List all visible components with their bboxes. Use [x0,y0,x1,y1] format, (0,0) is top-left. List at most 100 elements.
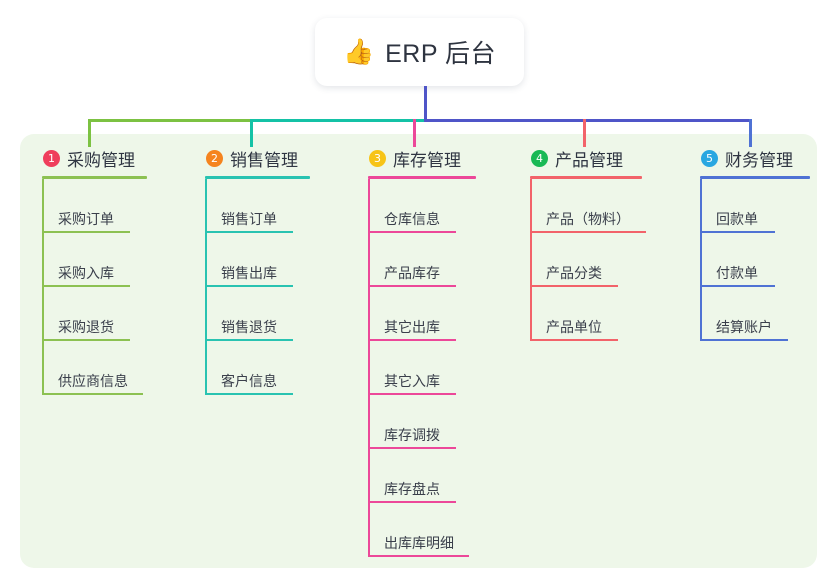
column-5: 5 财务管理回款单付款单结算账户 [700,146,810,341]
list-item[interactable]: 回款单 [700,179,810,233]
list-item[interactable]: 销售出库 [205,233,310,287]
column-title: 财务管理 [725,150,793,170]
list-item-rule [530,339,618,341]
column-header-rule [205,176,310,179]
list-item-rule [368,285,456,287]
list-item-rule [700,339,788,341]
column-header-rule [368,176,476,179]
list-item-rule [368,447,456,449]
list-item-rule [42,285,130,287]
list-item-label: 其它入库 [384,373,440,389]
list-item[interactable]: 客户信息 [205,341,310,395]
column-spine [42,179,44,395]
bus-segment-1 [88,119,251,122]
column-badge-icon: 1 [43,149,60,167]
column-title: 销售管理 [230,150,298,170]
drop-connector-1 [88,119,91,147]
column-header-5[interactable]: 5 财务管理 [700,146,810,170]
list-item-label: 结算账户 [716,319,772,335]
column-title: 产品管理 [555,150,623,170]
drop-connector-2 [250,119,253,147]
column-items: 回款单付款单结算账户 [700,179,810,341]
list-item-label: 客户信息 [221,373,277,389]
thumbs-up-icon: 👍 [342,37,375,66]
drop-connector-5 [749,119,752,147]
column-1: 1 采购管理采购订单采购入库采购退货供应商信息 [42,146,147,395]
list-item[interactable]: 供应商信息 [42,341,147,395]
list-item-label: 供应商信息 [58,373,128,389]
list-item-rule [368,501,456,503]
column-header-2[interactable]: 2 销售管理 [205,146,310,170]
column-title: 采购管理 [67,150,135,170]
columns-panel [20,134,817,568]
column-items: 产品（物料） 产品分类产品单位 [530,179,646,341]
list-item-rule [42,339,130,341]
list-item-rule [205,339,293,341]
list-item-label: 销售退货 [221,319,277,335]
list-item[interactable]: 采购订单 [42,179,147,233]
root-node-title: ERP 后台 [385,40,497,68]
list-item-rule [368,231,456,233]
list-item[interactable]: 采购入库 [42,233,147,287]
list-item[interactable]: 产品（物料） [530,179,646,233]
list-item-rule [205,285,293,287]
list-item[interactable]: 其它出库 [368,287,476,341]
list-item[interactable]: 仓库信息 [368,179,476,233]
list-item-label: 采购订单 [58,211,114,227]
list-item-label: 销售订单 [221,211,277,227]
list-item-label: 采购退货 [58,319,114,335]
list-item-rule [368,339,456,341]
column-header-rule [700,176,810,179]
list-item-label: 产品（物料） [546,211,630,227]
column-badge-icon: 5 [701,149,718,167]
list-item-label: 库存盘点 [384,481,440,497]
drop-connector-4 [583,119,586,147]
list-item-label: 产品分类 [546,265,602,281]
list-item-rule [368,555,469,557]
list-item-rule [530,231,646,233]
list-item[interactable]: 销售退货 [205,287,310,341]
list-item-label: 付款单 [716,265,758,281]
list-item-label: 回款单 [716,211,758,227]
list-item[interactable]: 其它入库 [368,341,476,395]
list-item-rule [700,231,775,233]
list-item-rule [205,393,293,395]
list-item-rule [42,231,130,233]
list-item[interactable]: 产品单位 [530,287,642,341]
column-spine [530,179,532,341]
list-item[interactable]: 出库库明细 [368,503,476,557]
list-item-label: 库存调拨 [384,427,440,443]
column-badge-icon: 2 [206,149,223,167]
list-item-rule [368,393,456,395]
root-node-card[interactable]: 👍 ERP 后台 [315,18,524,86]
list-item[interactable]: 采购退货 [42,287,147,341]
root-stem-connector [424,86,427,121]
list-item-rule [42,393,143,395]
bus-segment-3 [424,119,752,122]
list-item-rule [700,285,775,287]
list-item[interactable]: 结算账户 [700,287,810,341]
list-item[interactable]: 产品库存 [368,233,476,287]
list-item-label: 采购入库 [58,265,114,281]
list-item[interactable]: 产品分类 [530,233,642,287]
column-spine [368,179,370,557]
list-item-label: 产品库存 [384,265,440,281]
column-header-rule [530,176,642,179]
list-item[interactable]: 付款单 [700,233,810,287]
list-item[interactable]: 库存盘点 [368,449,476,503]
bus-segment-2 [250,119,425,122]
column-header-1[interactable]: 1 采购管理 [42,146,147,170]
column-header-rule [42,176,147,179]
column-title: 库存管理 [393,150,461,170]
column-spine [700,179,702,341]
list-item[interactable]: 销售订单 [205,179,310,233]
column-items: 销售订单销售出库销售退货客户信息 [205,179,310,395]
list-item-label: 销售出库 [221,265,277,281]
list-item-rule [205,231,293,233]
column-items: 仓库信息产品库存其它出库其它入库库存调拨库存盘点出库库明细 [368,179,476,557]
list-item[interactable]: 库存调拨 [368,395,476,449]
